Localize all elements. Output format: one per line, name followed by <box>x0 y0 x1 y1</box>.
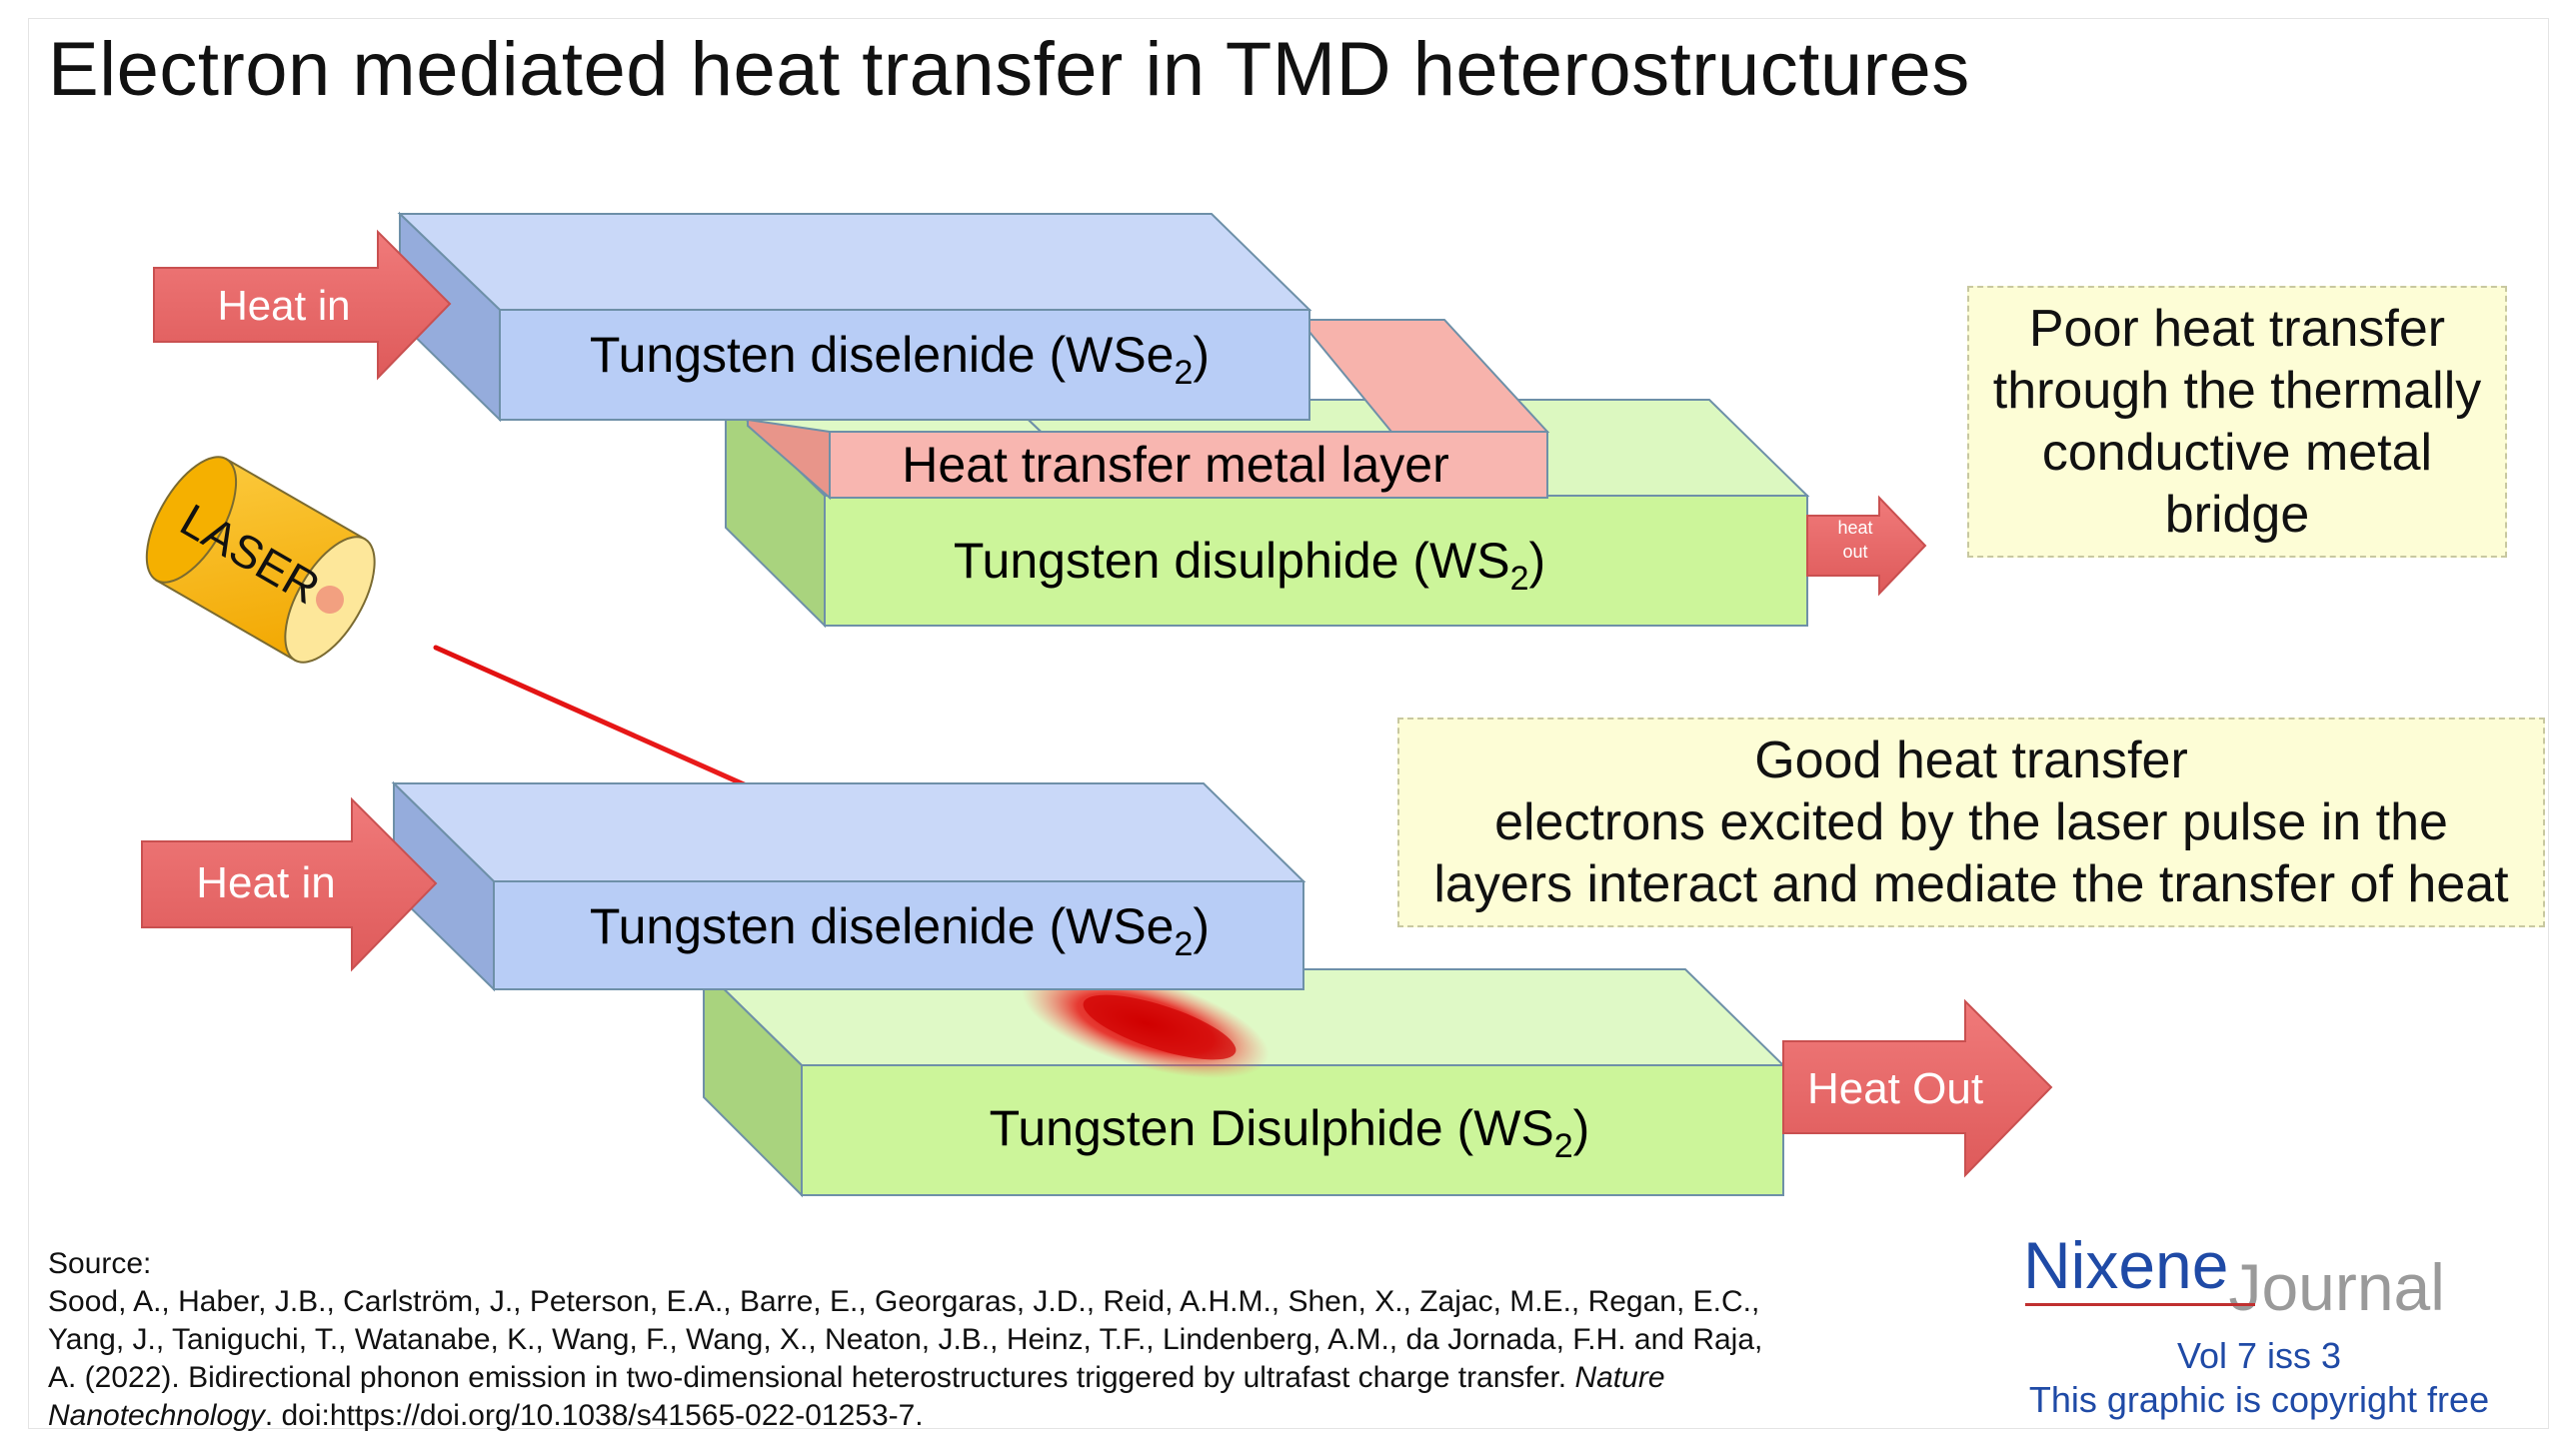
bottom-wse2-label: Tungsten diselenide (WSe2) <box>590 898 1210 963</box>
top-wse2-label: Tungsten diselenide (WSe2) <box>590 327 1210 392</box>
source-citation: Source: Sood, A., Haber, J.B., Carlström… <box>48 1245 1897 1435</box>
laser-device: LASER <box>145 456 376 664</box>
note-good-line: layers interact and mediate the transfer… <box>1433 855 2509 913</box>
bottom-heat-out-arrow <box>1782 998 2053 1178</box>
top-metal-label: Heat transfer metal layer <box>902 437 1448 493</box>
bottom-heat-in-arrow <box>141 796 438 972</box>
note-poor-line: through the thermally <box>1992 362 2482 420</box>
journal-name-part: Nature <box>1574 1361 1665 1394</box>
note-good-line: Good heat transfer <box>1754 731 2188 789</box>
bottom-wse2-slab <box>391 780 1306 992</box>
logo-nixene: Nixene <box>2023 1228 2229 1302</box>
note-poor-heat-transfer: Poor heat transfer through the thermally… <box>1967 286 2507 558</box>
logo-journal: Journal <box>2228 1250 2445 1324</box>
slide-frame <box>28 18 2549 1429</box>
top-wse2-slab <box>397 211 1312 423</box>
journal-name-part: Nanotechnology <box>48 1399 265 1432</box>
source-line: Nanotechnology. doi:https://doi.org/10.1… <box>48 1397 1897 1435</box>
source-line: Yang, J., Taniguchi, T., Watanabe, K., W… <box>48 1323 1763 1356</box>
source-line: A. (2022). Bidirectional phonon emission… <box>48 1359 1897 1397</box>
note-poor-line: bridge <box>2164 486 2310 544</box>
bottom-heat-in-label: Heat in <box>196 858 335 907</box>
logo-underline <box>2025 1303 2255 1306</box>
bottom-ws2-slab <box>701 966 1786 1198</box>
source-label: Source: <box>48 1247 152 1280</box>
logo-wordmark: NixeneJournal <box>2023 1227 2445 1324</box>
note-poor-line: Poor heat transfer <box>2028 300 2446 358</box>
note-good-heat-transfer: Good heat transfer electrons excited by … <box>1397 718 2545 927</box>
source-line: Sood, A., Haber, J.B., Carlström, J., Pe… <box>48 1285 1760 1318</box>
note-poor-line: conductive metal <box>2041 424 2433 482</box>
top-heat-out-label-line2: out <box>1842 542 1867 562</box>
bottom-heat-out-label: Heat Out <box>1807 1064 1983 1113</box>
heat-hot-spot <box>1022 967 1270 1079</box>
top-heat-in-label: Heat in <box>217 282 350 329</box>
source-doi: . doi:https://doi.org/10.1038/s41565-022… <box>264 1399 924 1432</box>
nixene-journal-logo: NixeneJournal Vol 7 iss 3 This graphic i… <box>2009 1227 2509 1427</box>
source-text: A. (2022). Bidirectional phonon emission… <box>48 1361 1575 1394</box>
top-metal-layer <box>747 319 1550 501</box>
logo-copyright: This graphic is copyright free <box>2028 1379 2490 1420</box>
top-heat-out-arrow <box>1806 495 1927 597</box>
note-good-line: electrons excited by the laser pulse in … <box>1494 793 2448 851</box>
top-ws2-label: Tungsten disulphide (WS2) <box>954 533 1545 598</box>
top-heat-in-arrow <box>153 229 452 381</box>
logo-volume: Vol 7 iss 3 <box>2176 1335 2342 1376</box>
page-title: Electron mediated heat transfer in TMD h… <box>48 27 1970 112</box>
bottom-ws2-label: Tungsten Disulphide (WS2) <box>990 1100 1590 1165</box>
top-heat-out-label-line1: heat <box>1837 518 1872 538</box>
